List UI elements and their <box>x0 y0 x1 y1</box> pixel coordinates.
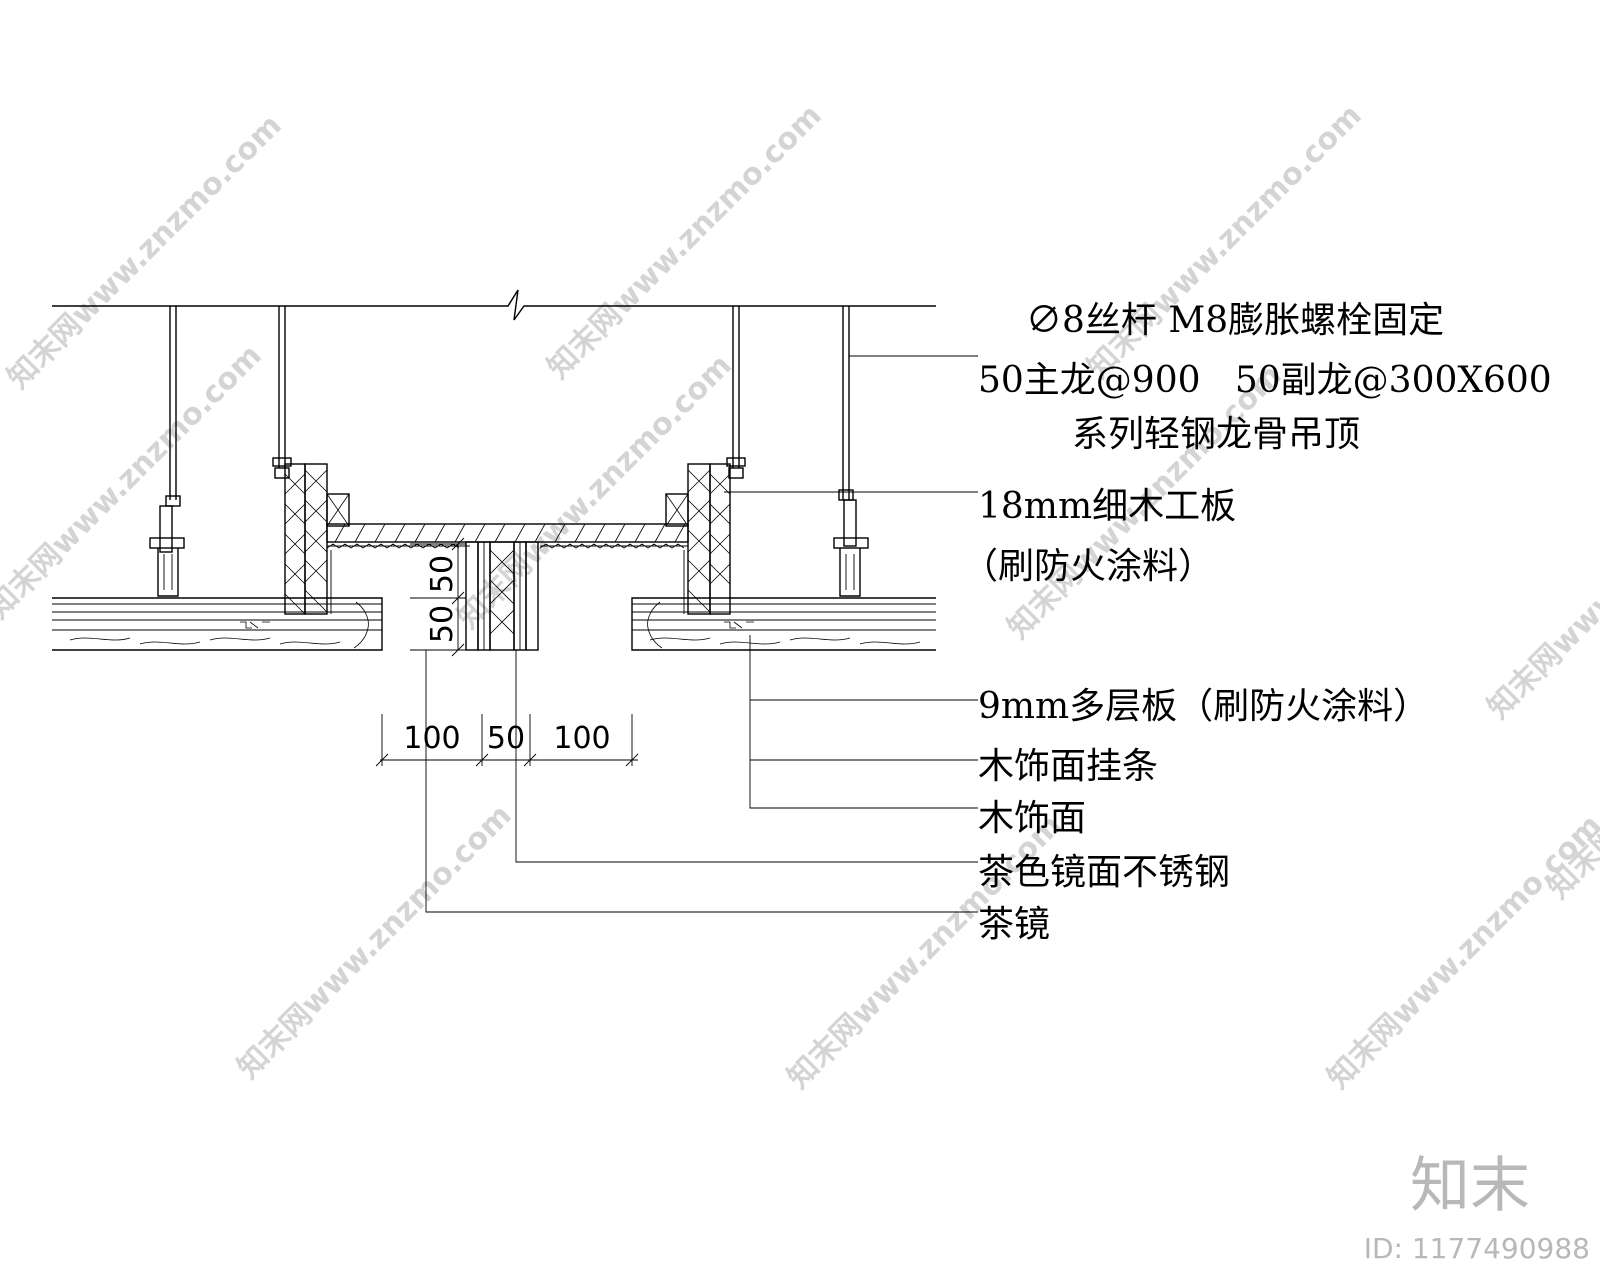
hdim-right: 100 <box>553 721 610 756</box>
label-hanger-rod: ∅8丝杆 M8膨胀螺栓固定 <box>1026 300 1444 341</box>
annotations: ∅8丝杆 M8膨胀螺栓固定 50主龙@900 50副龙@300X600 系列轻钢… <box>962 300 1552 945</box>
horizontal-dimension: 100 50 100 <box>375 714 639 767</box>
watermark-text: 知末网www.znzmo.com <box>1321 808 1600 1096</box>
label-plywood-9mm: 9mm多层板（刷防火涂料） <box>978 686 1429 727</box>
label-main-keel: 50主龙@900 50副龙@300X600 <box>978 360 1552 401</box>
right-hanger-bracket <box>833 489 869 597</box>
rod-nuts <box>272 457 746 479</box>
image-id: ID: 1177490988 <box>1364 1232 1590 1265</box>
watermark-text: 知末网www.znzmo.com <box>1081 98 1369 386</box>
slab-line <box>52 289 936 321</box>
vertical-dimension: 50 50 <box>410 537 466 657</box>
watermark-text: 知末网www.znzmo.com <box>231 798 519 1086</box>
label-tea-stainless: 茶色镜面不锈钢 <box>978 852 1230 893</box>
watermark-text: 知末网www.znzmo.com <box>0 338 269 626</box>
right-blocking <box>665 463 731 615</box>
vdim-upper: 50 <box>425 555 460 593</box>
label-wood-hanging-strip: 木饰面挂条 <box>978 746 1158 787</box>
label-tea-mirror: 茶镜 <box>978 904 1050 945</box>
leader-lines <box>425 355 978 913</box>
left-blocking <box>284 463 350 615</box>
ceiling-panel-right <box>631 597 936 651</box>
label-fire-coating: （刷防火涂料） <box>962 546 1214 587</box>
watermark-text: 知末网www.znzmo.com <box>541 98 829 386</box>
ceiling-panel-left <box>52 597 383 651</box>
label-blockboard: 18mm细木工板 <box>978 486 1236 527</box>
brand-logo-text: 知末 <box>1410 1151 1530 1221</box>
watermark-text: 知末网www.znzmo.com <box>451 348 739 636</box>
label-steel-keel-ceiling: 系列轻钢龙骨吊顶 <box>1072 414 1360 455</box>
left-hanger-bracket <box>149 495 185 597</box>
hanger-rods <box>169 306 850 500</box>
watermark-text: 知末网www.znzmo.com <box>1481 438 1600 726</box>
hdim-left: 100 <box>403 721 460 756</box>
label-wood-veneer: 木饰面 <box>978 798 1086 839</box>
center-reveal <box>465 541 539 651</box>
vdim-lower: 50 <box>425 605 460 643</box>
hdim-center: 50 <box>487 721 525 756</box>
